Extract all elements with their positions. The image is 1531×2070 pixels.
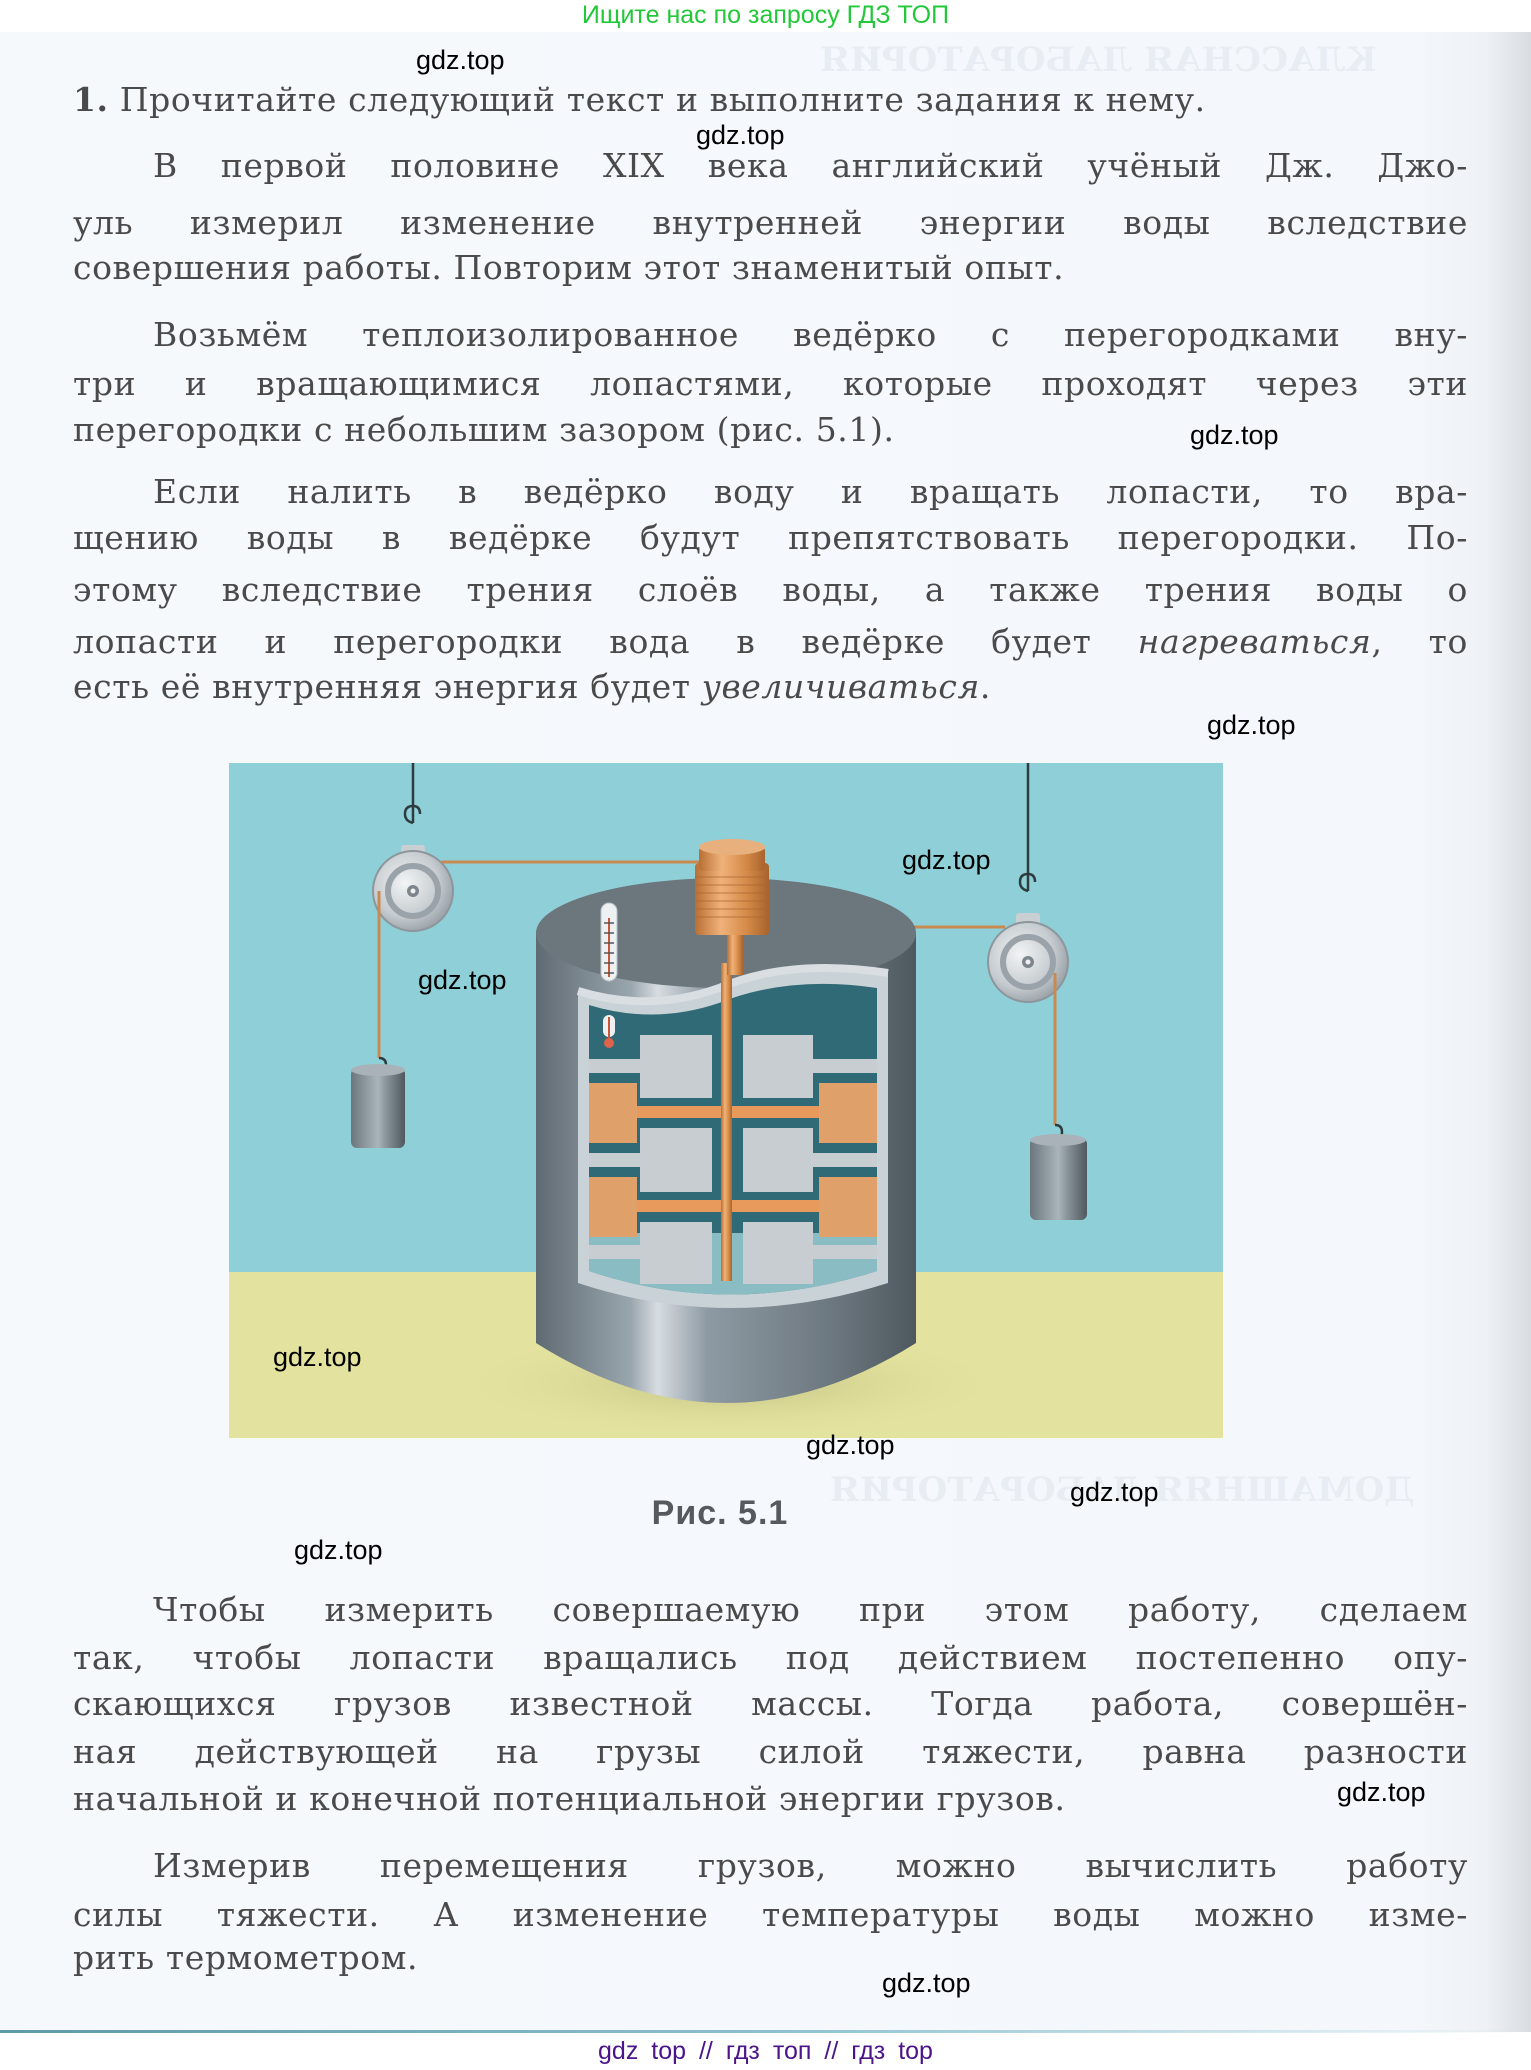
figure-joule-experiment: [229, 763, 1223, 1438]
baffles-icon: [589, 1035, 877, 1284]
copper-spool-icon: [695, 839, 769, 975]
text-line: Возьмём теплоизолированное ведёрко с пер…: [153, 315, 1468, 354]
text-line: В первой половине XIX века английский уч…: [153, 146, 1468, 185]
text-line: Измерив перемещения грузов, можно вычисл…: [153, 1846, 1468, 1885]
text-line: лопасти и перегородки вода в ведёрке буд…: [73, 622, 1468, 662]
shaft-icon: [721, 963, 732, 1281]
text-line: три и вращающимися лопастями, которые пр…: [73, 364, 1468, 403]
figure-caption: Рис. 5.1: [651, 1494, 789, 1532]
watermark: gdz.top: [294, 1535, 383, 1565]
text-line: Если налить в ведёрко воду и вращать лоп…: [153, 472, 1468, 511]
top-banner[interactable]: Ищите нас по запросу ГДЗ ТОП: [581, 1, 950, 29]
task-number: 1.: [73, 80, 109, 119]
task-heading: 1. Прочитайте следующий текст и выполнит…: [73, 80, 1468, 120]
left-pulley-icon: [372, 804, 454, 932]
text-span: есть её внутренняя энергия будет: [73, 667, 702, 706]
thermometer-icon: [600, 902, 618, 1048]
text-span: , то: [1371, 622, 1468, 661]
text-line: уль измерил изменение внутренней энергии…: [73, 203, 1468, 242]
bottom-banner[interactable]: gdz top // гдз топ // гдз top: [598, 2037, 933, 2065]
emphasis-heating: нагреваться: [1137, 622, 1372, 661]
watermark: gdz.top: [902, 845, 991, 875]
watermark: gdz.top: [273, 1342, 362, 1372]
watermark: gdz.top: [416, 45, 505, 75]
right-pulley-icon: [987, 872, 1069, 1003]
right-weight-icon: [1030, 1123, 1087, 1220]
watermark: gdz.top: [882, 1968, 971, 1998]
text-line: щению воды в ведёрке будут препятствоват…: [73, 518, 1468, 557]
text-line: рить термометром.: [73, 1938, 419, 1977]
text-line: силы тяжести. А изменение температуры во…: [73, 1895, 1468, 1934]
watermark: gdz.top: [1207, 710, 1296, 740]
watermark: gdz.top: [1190, 420, 1279, 450]
task-title: Прочитайте следующий текст и выполните з…: [119, 80, 1206, 119]
watermark: gdz.top: [806, 1430, 895, 1460]
text-line: этому вследствие трения слоёв воды, а та…: [73, 570, 1468, 609]
text-line: начальной и конечной потенциальной энерг…: [73, 1779, 1066, 1818]
text-line: так, чтобы лопасти вращались под действи…: [73, 1638, 1468, 1677]
bleed-through-heading: КЛАССНАЯ ЛАБОРАТОРИЯ: [820, 40, 1377, 80]
watermark: gdz.top: [1337, 1777, 1426, 1807]
text-line: есть её внутренняя энергия будет увеличи…: [73, 667, 1468, 707]
text-line: совершения работы. Повторим этот знамени…: [73, 248, 1065, 287]
text-span: .: [979, 667, 991, 706]
page-edge: [0, 2030, 1531, 2033]
text-span: лопасти и перегородки вода в ведёрке буд…: [73, 622, 1138, 661]
text-line: перегородки с небольшим зазором (рис. 5.…: [73, 410, 895, 449]
text-line: Чтобы измерить совершаемую при этом рабо…: [153, 1590, 1468, 1629]
text-line: ная действующей на грузы силой тяжести, …: [73, 1732, 1468, 1771]
text-line: скающихся грузов известной массы. Тогда …: [73, 1684, 1468, 1723]
watermark: gdz.top: [1070, 1477, 1159, 1507]
emphasis-increase: увеличиваться: [701, 667, 980, 706]
watermark: gdz.top: [696, 120, 785, 150]
watermark: gdz.top: [418, 965, 507, 995]
left-weight-icon: [351, 1056, 405, 1148]
